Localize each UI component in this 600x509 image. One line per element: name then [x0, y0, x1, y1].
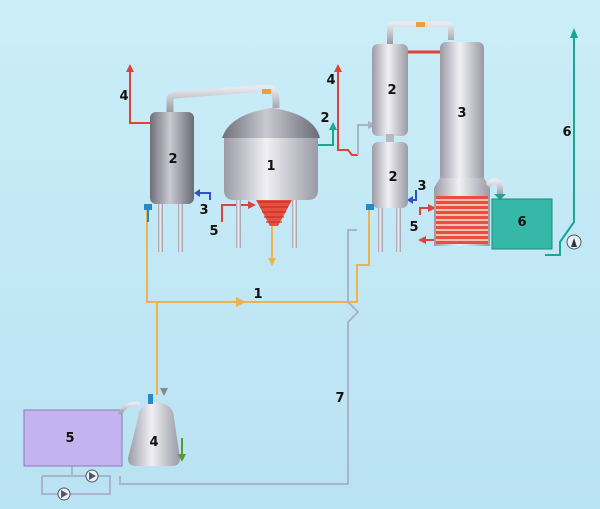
pump-arrow-icon: [61, 490, 68, 498]
arrow-icon: [407, 196, 413, 204]
label-separator-lower: 2: [388, 170, 397, 185]
separator-upper: [372, 44, 408, 136]
pipe-line-1: [146, 208, 370, 303]
label-pipe-1: 1: [253, 287, 262, 302]
label-column: 3: [457, 106, 466, 121]
arrow-icon: [248, 201, 256, 209]
label-vessel-4: 4: [149, 435, 158, 450]
separator-lower: [372, 142, 408, 208]
pipe-line-4-left: [129, 70, 150, 124]
label-separator-upper: 2: [387, 83, 396, 98]
column-coil: [436, 196, 488, 244]
vapor-pipe: [357, 124, 372, 155]
separator-leg: [378, 200, 383, 252]
column-body: [440, 42, 484, 182]
label-pipe-5-left: 5: [209, 224, 218, 239]
arrow-icon: [194, 189, 200, 197]
label-pipe-3-left: 3: [199, 203, 208, 218]
pipe-line-2: [318, 125, 334, 146]
arrow-icon: [334, 64, 342, 72]
arrow-icon: [570, 28, 578, 38]
arrow-icon: [418, 236, 426, 244]
arrow-icon: [268, 258, 276, 266]
evaporator-leg: [236, 196, 241, 248]
pipe-line-3-left: [196, 192, 211, 200]
label-pipe-6: 6: [562, 125, 571, 140]
label-pipe-4-mid: 4: [326, 73, 335, 88]
arrow-icon: [494, 194, 506, 200]
transfer-pipe: [118, 401, 141, 415]
separator-inlet: [366, 204, 374, 210]
separator-leg: [396, 200, 401, 252]
pipe-line-7: [119, 229, 360, 485]
pump-arrow-icon: [571, 238, 577, 247]
pipe-line-5-left: [221, 204, 252, 222]
separator-leg: [158, 200, 163, 252]
separator-left: [150, 112, 194, 204]
label-pipe-5-right: 5: [409, 220, 418, 235]
arrow-icon: [329, 122, 337, 130]
valve-icon: [262, 89, 271, 94]
separator-leg: [178, 200, 183, 252]
pipe-line-6-right: [545, 36, 575, 256]
vessel-inlet: [148, 394, 153, 404]
evaporator-dome: [222, 108, 320, 138]
tank-6: [491, 198, 553, 250]
label-tank-5: 5: [65, 431, 74, 446]
arrow-icon: [178, 454, 186, 462]
label-tank-6: 6: [517, 215, 526, 230]
label-pipe-2: 2: [320, 111, 329, 126]
arrow-icon: [160, 388, 168, 396]
vessel-4: [128, 402, 180, 466]
vapor-pipe-left: [166, 84, 280, 112]
label-pipe-4-left: 4: [119, 89, 128, 104]
arrow-icon: [126, 64, 134, 72]
valve-icon: [416, 22, 425, 27]
arrow-icon: [236, 297, 246, 307]
label-evaporator: 1: [266, 159, 275, 174]
coil-lines: [258, 201, 290, 223]
pump-arrow-icon: [89, 472, 96, 480]
separator-neck: [386, 134, 394, 144]
label-separator-left: 2: [168, 152, 177, 167]
arrow-icon: [428, 204, 436, 212]
separator-inlet: [144, 204, 152, 210]
evaporator-leg: [292, 196, 297, 248]
tank-5: [23, 409, 123, 467]
pipe-line-4-mid: [337, 70, 358, 156]
column-outlet-pipe: [485, 178, 503, 196]
label-pipe-3-right: 3: [417, 179, 426, 194]
label-pipe-7: 7: [335, 391, 344, 406]
